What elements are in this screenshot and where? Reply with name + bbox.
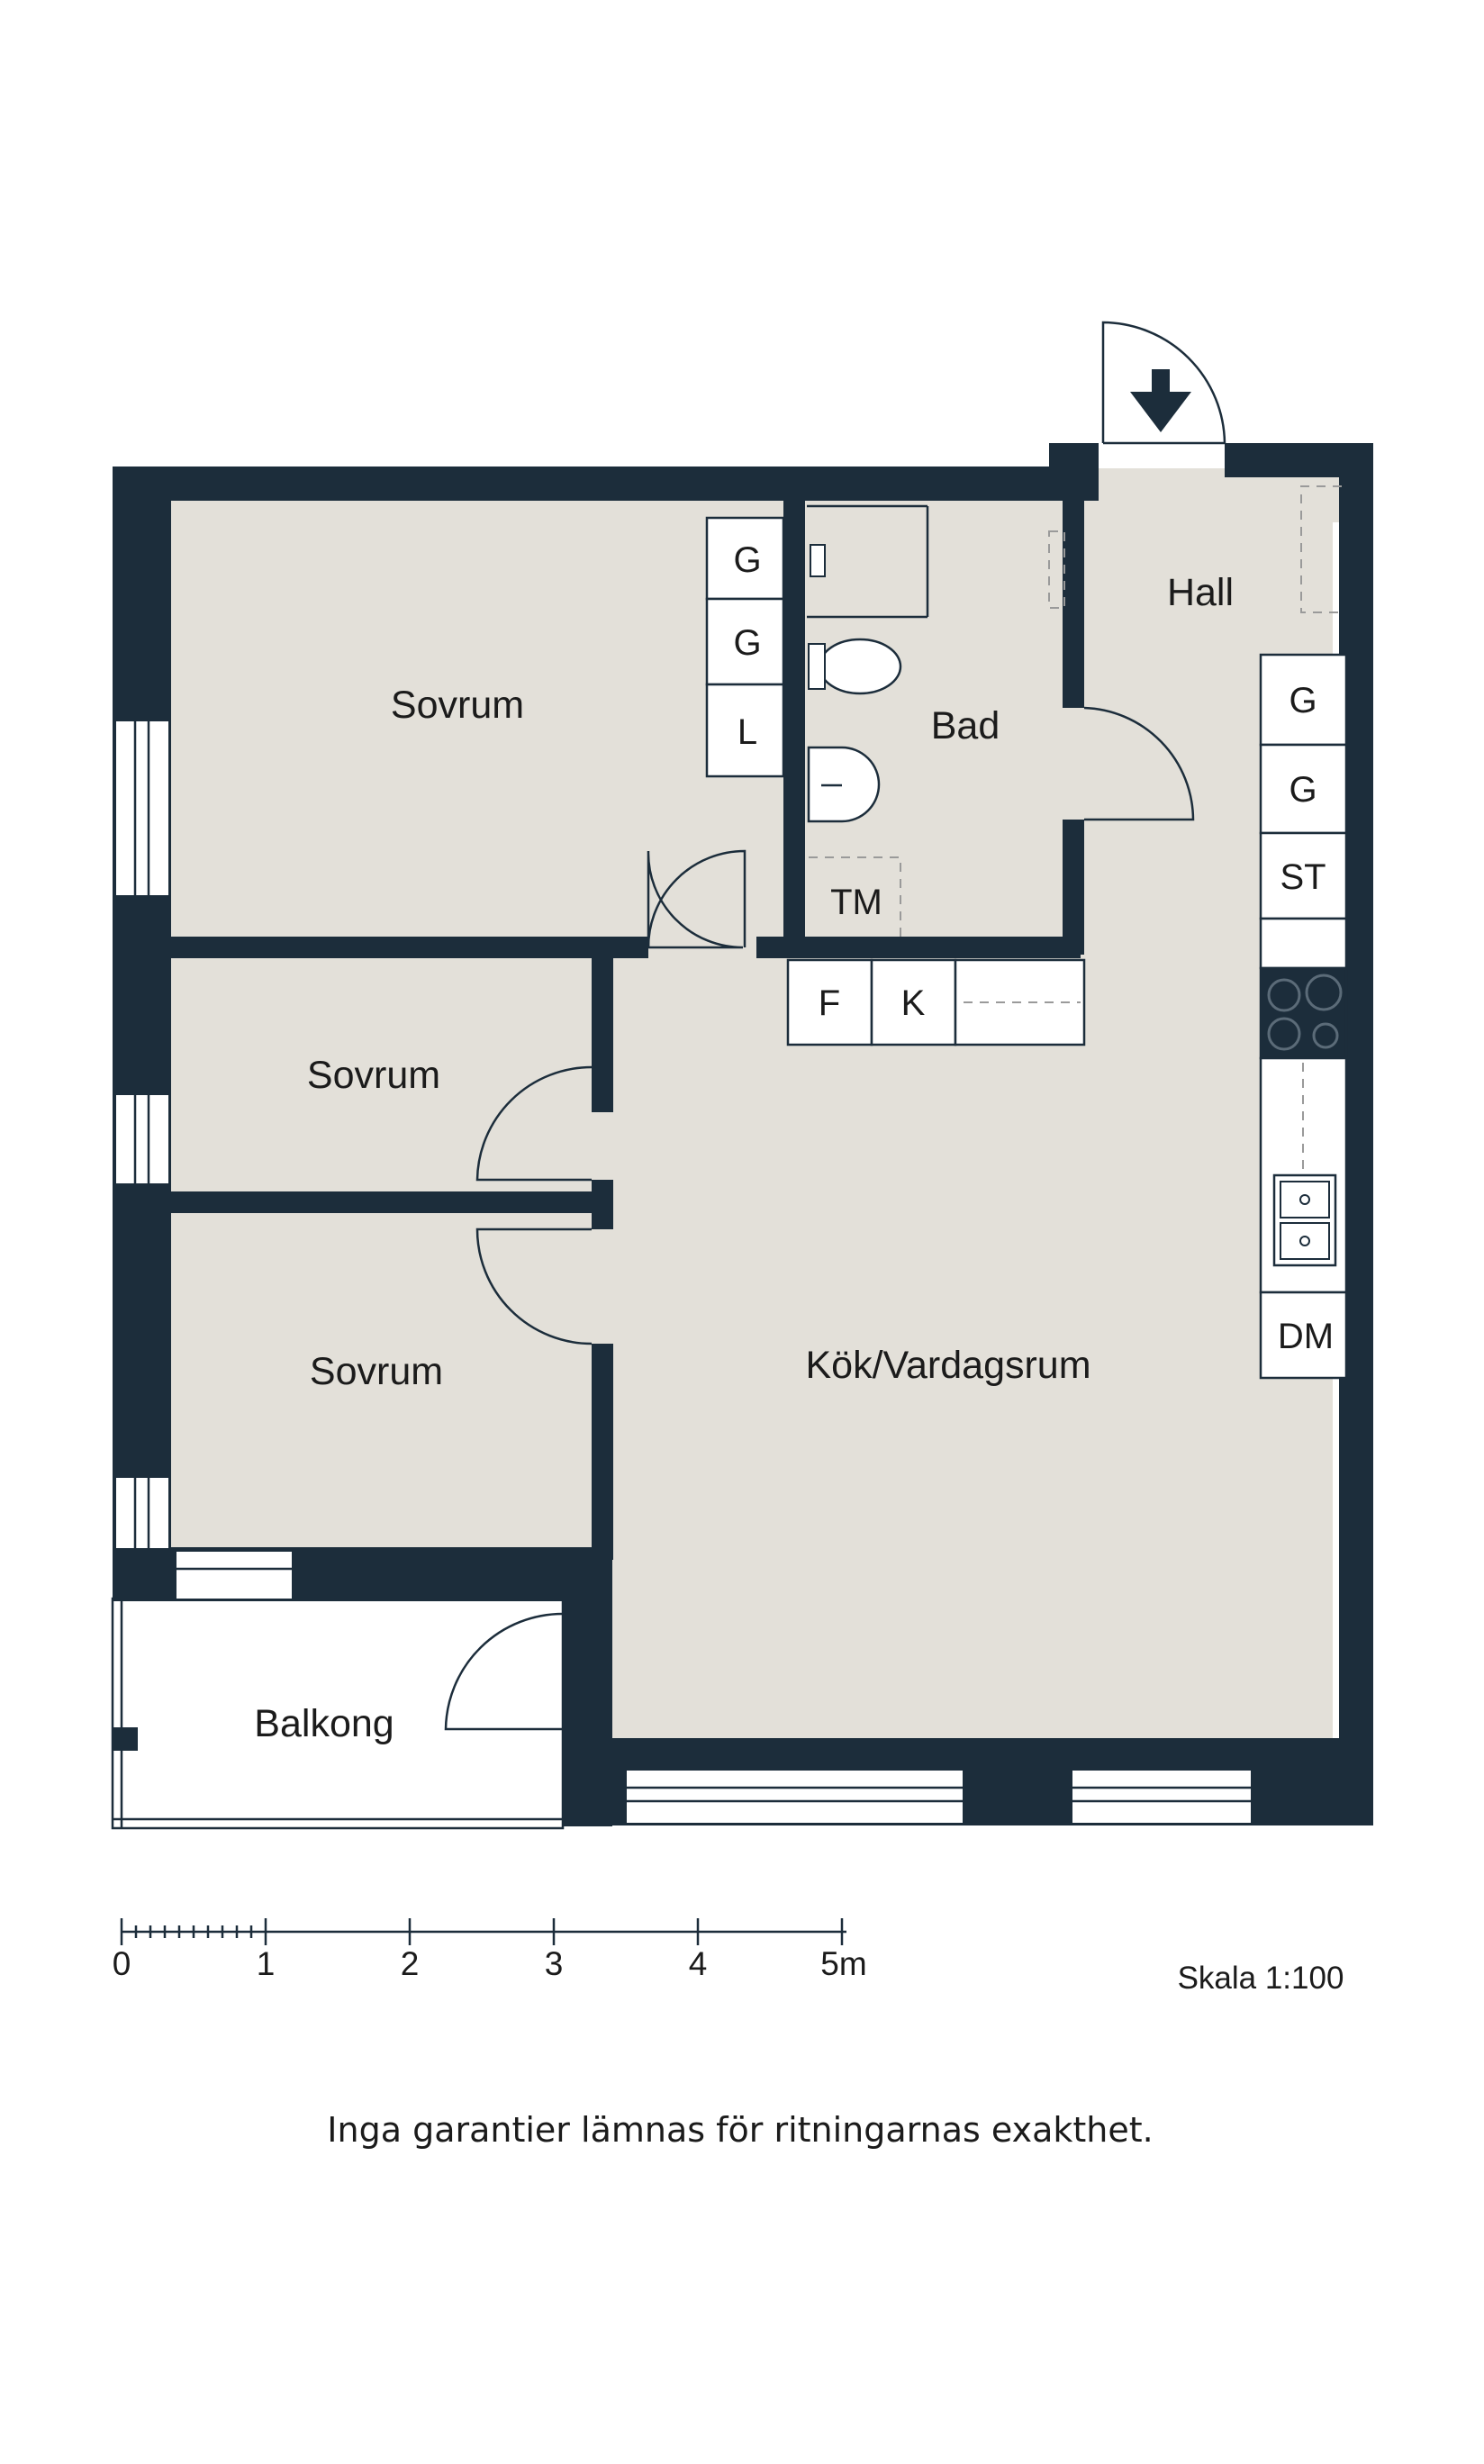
room-hall: Hall xyxy=(1167,571,1234,614)
room-bad: Bad xyxy=(931,704,1000,747)
fixture-l: L xyxy=(737,712,757,752)
fixture-hall-g2: G xyxy=(1289,770,1317,810)
fixture-dm: DM xyxy=(1278,1317,1334,1356)
stove-icon xyxy=(1267,974,1343,1051)
fixture-tm: TM xyxy=(830,883,882,922)
scale-tick-2: 2 xyxy=(401,1945,420,1982)
balcony-area xyxy=(111,1597,565,1830)
scale-tick-3: 3 xyxy=(545,1945,564,1982)
doors xyxy=(444,321,1226,1731)
kitchen-appliances: F K xyxy=(786,958,1086,1046)
windows xyxy=(114,720,1253,1825)
fixture-g1: G xyxy=(733,540,761,580)
fixture-f: F xyxy=(819,983,840,1023)
bathroom-fixtures xyxy=(807,504,1065,937)
sink-icon xyxy=(807,746,881,823)
scale-bar: 0 1 2 3 4 5m Skala 1:100 xyxy=(113,1918,1344,1996)
fixture-hall-g1: G xyxy=(1289,681,1317,720)
room-sovrum-1: Sovrum xyxy=(391,684,524,727)
room-kok-vardagsrum: Kök/Vardagsrum xyxy=(805,1344,1090,1387)
kitchen-sink-icon xyxy=(1272,1173,1337,1267)
fixture-k: K xyxy=(901,983,926,1023)
scale-tick-4: 4 xyxy=(689,1945,708,1982)
hall-closet xyxy=(1300,485,1342,613)
scale-label: Skala 1:100 xyxy=(1178,1961,1344,1996)
room-balkong: Balkong xyxy=(254,1702,394,1745)
entrance-arrow-icon xyxy=(1130,369,1191,432)
room-sovrum-2: Sovrum xyxy=(307,1054,440,1097)
scale-tick-5: 5m xyxy=(820,1945,866,1982)
toilet-icon xyxy=(818,638,902,695)
fixture-g2: G xyxy=(733,623,761,663)
kitchen-counter: G G ST DM xyxy=(1259,653,1348,1380)
scale-tick-1: 1 xyxy=(257,1945,276,1982)
wardrobe-sovrum: G G L xyxy=(705,516,785,778)
room-labels: Sovrum Sovrum Sovrum Bad Hall Kök/Vardag… xyxy=(254,571,1234,1745)
room-sovrum-3: Sovrum xyxy=(310,1350,443,1393)
disclaimer-text: Inga garantier lämnas för ritningarnas e… xyxy=(327,2110,1153,2150)
scale-tick-0: 0 xyxy=(113,1945,131,1982)
fixture-st: ST xyxy=(1280,857,1326,897)
